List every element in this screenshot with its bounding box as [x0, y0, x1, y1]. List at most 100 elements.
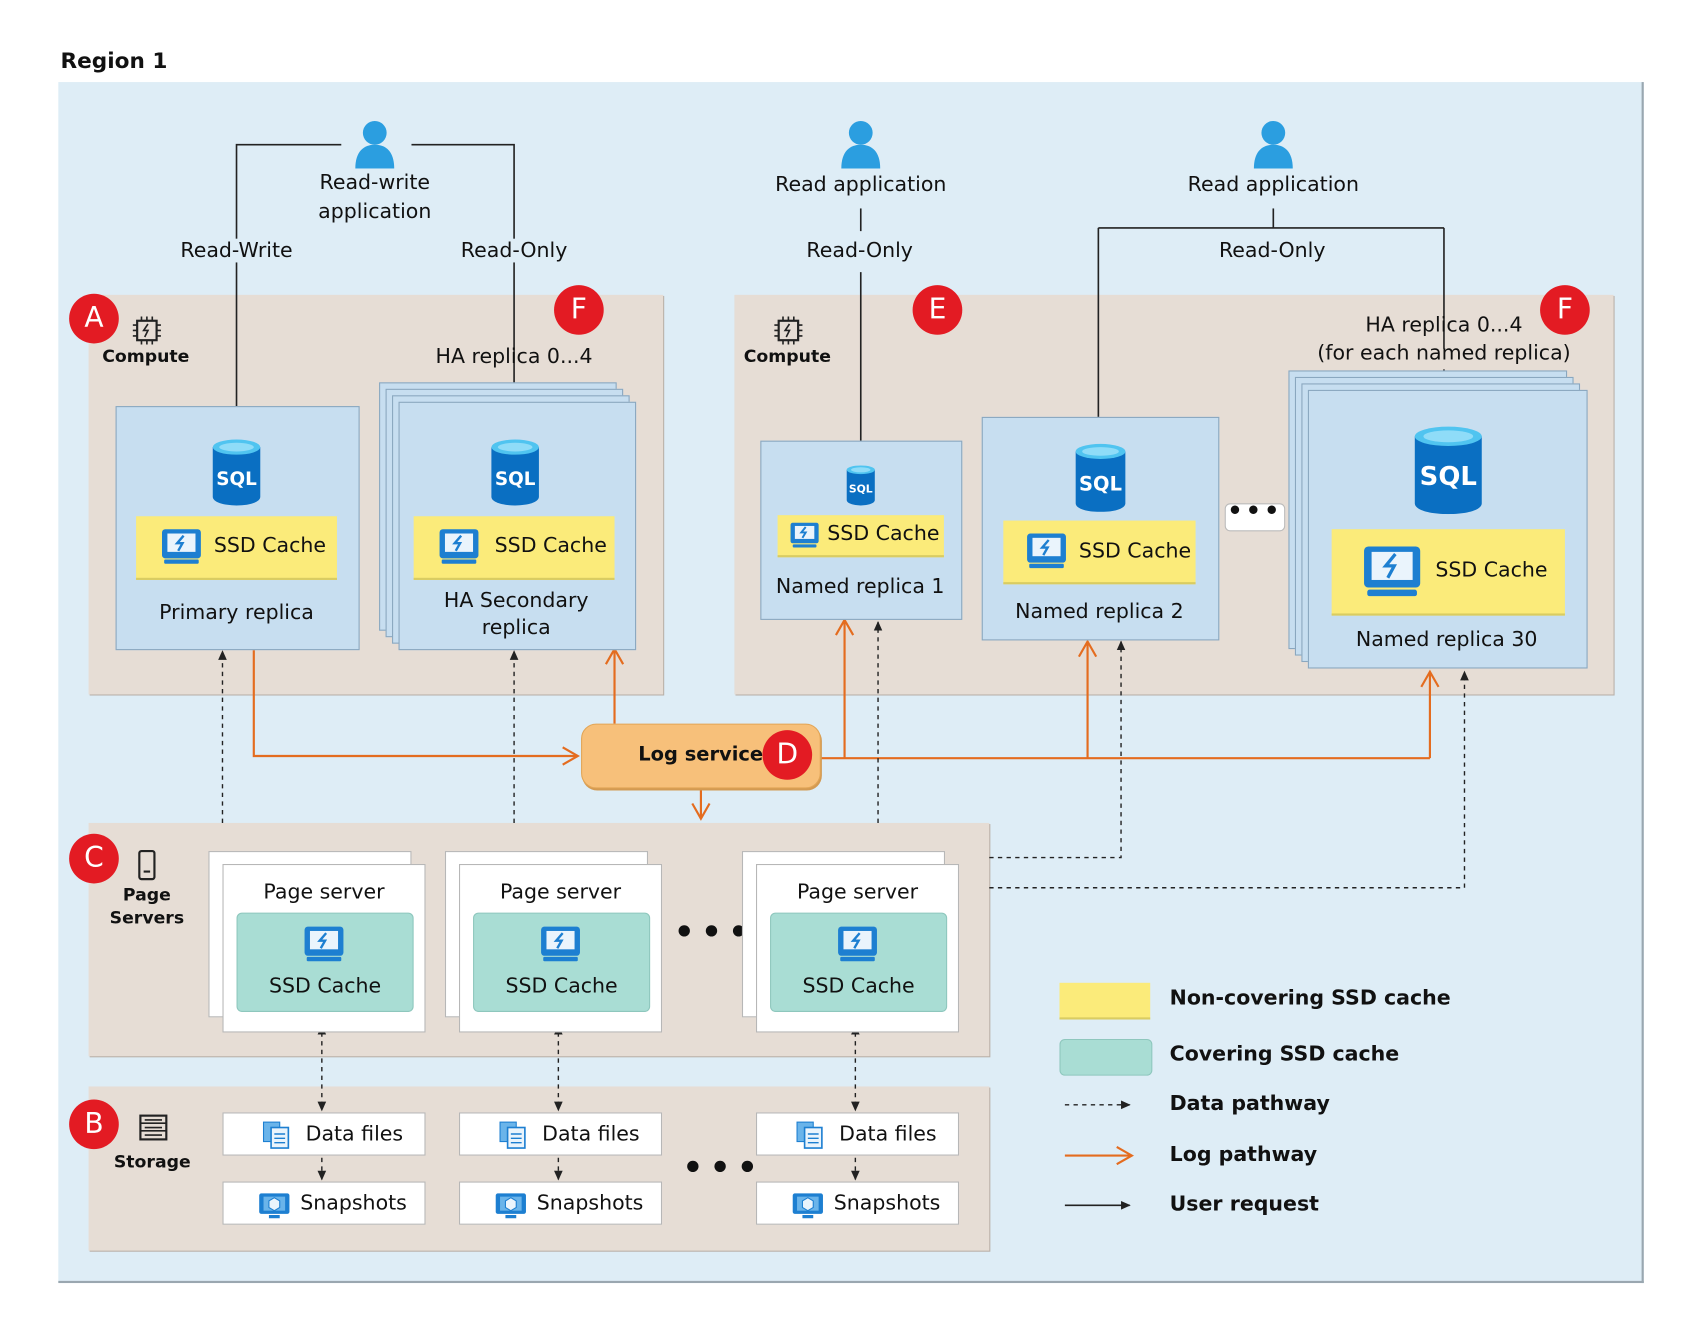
- ssd-cache-non-covering: SSD Cache: [777, 515, 944, 558]
- page-server-1[interactable]: Page server SSD Cache: [222, 864, 426, 1033]
- snapshot-icon: [495, 1193, 526, 1219]
- ssd-cache-covering: SSD Cache: [473, 912, 651, 1012]
- data-files-label: Data files: [305, 1122, 404, 1146]
- ha-replica-label: HA replica 0...4: [435, 344, 593, 369]
- read-app-label-1: Read application: [768, 172, 953, 197]
- storage-label: Storage: [113, 1151, 191, 1172]
- page-server-label: Page server: [263, 880, 385, 904]
- ssd-cache-label: SSD Cache: [505, 974, 618, 998]
- read-only-path-label: Read-Only: [455, 238, 573, 263]
- ssd-cache-label: SSD Cache: [268, 974, 382, 998]
- ssd-drive-icon: [439, 529, 479, 564]
- ssd-drive-icon: [162, 529, 201, 564]
- read-app-label-2: Read application: [1181, 172, 1366, 197]
- page-server-label: Page server: [499, 880, 622, 904]
- snapshots-label: Snapshots: [833, 1191, 941, 1215]
- snapshots-label: Snapshots: [536, 1191, 644, 1215]
- badge-f: F: [554, 285, 604, 335]
- user-icon: [1253, 120, 1293, 169]
- server-device-icon: [138, 849, 156, 881]
- read-only-path-label: Read-Only: [801, 238, 919, 263]
- page-server-n[interactable]: Page server SSD Cache: [756, 864, 960, 1033]
- ssd-drive-icon: [541, 926, 580, 962]
- ssd-drive-icon: [1027, 533, 1066, 569]
- ssd-cache-label: SSD Cache: [1078, 538, 1192, 563]
- ssd-cache-label: SSD Cache: [213, 533, 327, 558]
- sql-text: SQL: [216, 469, 257, 490]
- data-files-label: Data files: [839, 1122, 937, 1146]
- sql-database-icon: SQL: [1414, 426, 1482, 515]
- ssd-cache-non-covering: SSD Cache: [413, 516, 615, 580]
- data-files-icon: [262, 1121, 290, 1149]
- data-files-n[interactable]: Data files: [756, 1112, 960, 1156]
- named-replica-2-label: Named replica 2: [1015, 599, 1184, 624]
- ssd-cache-covering: SSD Cache: [770, 912, 948, 1012]
- ssd-cache-label: SSD Cache: [1435, 558, 1548, 583]
- badge-f: F: [1540, 285, 1590, 335]
- ssd-cache-label: SSD Cache: [827, 521, 940, 546]
- data-files-1[interactable]: Data files: [222, 1112, 426, 1156]
- snapshot-icon: [259, 1193, 290, 1219]
- ssd-cache-label: SSD Cache: [494, 533, 607, 558]
- compute-label: Compute: [743, 345, 831, 367]
- read-only-path-label: Read-Only: [1213, 238, 1331, 263]
- snapshots-2[interactable]: Snapshots: [459, 1181, 663, 1225]
- read-write-path-label: Read-Write: [172, 238, 301, 263]
- legend-data-pathway: Data pathway: [1169, 1091, 1330, 1116]
- ha-replica-label-named: HA replica 0...4 (for each named replica…: [1317, 313, 1571, 366]
- sql-database-icon: SQL: [212, 439, 261, 506]
- storage-icon: [139, 1114, 168, 1141]
- snapshots-label: Snapshots: [300, 1191, 407, 1215]
- sql-text: SQL: [849, 482, 873, 495]
- legend-swatch-covering: [1059, 1038, 1153, 1076]
- badge-e: E: [912, 285, 963, 335]
- snapshots-1[interactable]: Snapshots: [222, 1181, 426, 1225]
- legend-covering: Covering SSD cache: [1169, 1042, 1400, 1066]
- primary-replica-label: Primary replica: [159, 600, 314, 625]
- snapshots-n[interactable]: Snapshots: [756, 1181, 960, 1225]
- snapshot-icon: [792, 1193, 823, 1219]
- ha-secondary-label: HA Secondary replica: [443, 588, 589, 640]
- ssd-drive-icon: [304, 926, 344, 962]
- legend-non-covering: Non-covering SSD cache: [1169, 986, 1451, 1010]
- page-server-2[interactable]: Page server SSD Cache: [459, 864, 663, 1033]
- legend-swatch-non-covering: [1059, 982, 1151, 1020]
- data-files-label: Data files: [542, 1122, 640, 1146]
- page-servers-label: Page Servers: [109, 884, 185, 928]
- named-replica-30-label: Named replica 30: [1355, 627, 1538, 652]
- sql-text: SQL: [1420, 462, 1477, 492]
- ssd-cache-covering: SSD Cache: [236, 912, 414, 1012]
- data-files-icon: [796, 1121, 823, 1149]
- ssd-drive-icon: [790, 522, 819, 548]
- user-icon: [355, 120, 395, 169]
- ellipsis-more-replicas: •••: [1224, 500, 1286, 532]
- badge-a: A: [69, 293, 119, 344]
- ssd-cache-non-covering: SSD Cache: [1003, 520, 1196, 585]
- badge-d: D: [762, 730, 813, 780]
- sql-text: SQL: [495, 469, 536, 490]
- compute-label: Compute: [102, 345, 190, 367]
- user-icon: [841, 120, 881, 169]
- ssd-drive-icon: [838, 926, 877, 962]
- named-replica-1-label: Named replica 1: [775, 574, 945, 599]
- data-files-2[interactable]: Data files: [459, 1112, 663, 1156]
- region-title: Region 1: [60, 47, 168, 74]
- read-write-app-label: Read-write application: [289, 168, 461, 227]
- sql-database-icon: SQL: [846, 465, 875, 506]
- badge-c: C: [69, 833, 119, 884]
- ssd-cache-label: SSD Cache: [802, 974, 915, 998]
- sql-database-icon: SQL: [491, 439, 539, 506]
- badge-b: B: [69, 1099, 119, 1150]
- log-service-label: Log service: [638, 743, 764, 766]
- ellipsis-more-storage: •••: [682, 1149, 765, 1187]
- page-server-label: Page server: [796, 880, 919, 904]
- chip-icon: [774, 316, 803, 345]
- legend-user-request: User request: [1169, 1192, 1319, 1217]
- ellipsis-more-page-servers: •••: [673, 913, 756, 952]
- legend-log-pathway: Log pathway: [1169, 1142, 1318, 1167]
- sql-database-icon: SQL: [1075, 443, 1126, 512]
- ssd-cache-non-covering: SSD Cache: [1331, 529, 1565, 616]
- data-files-icon: [499, 1121, 526, 1149]
- ssd-drive-icon: [1364, 546, 1421, 597]
